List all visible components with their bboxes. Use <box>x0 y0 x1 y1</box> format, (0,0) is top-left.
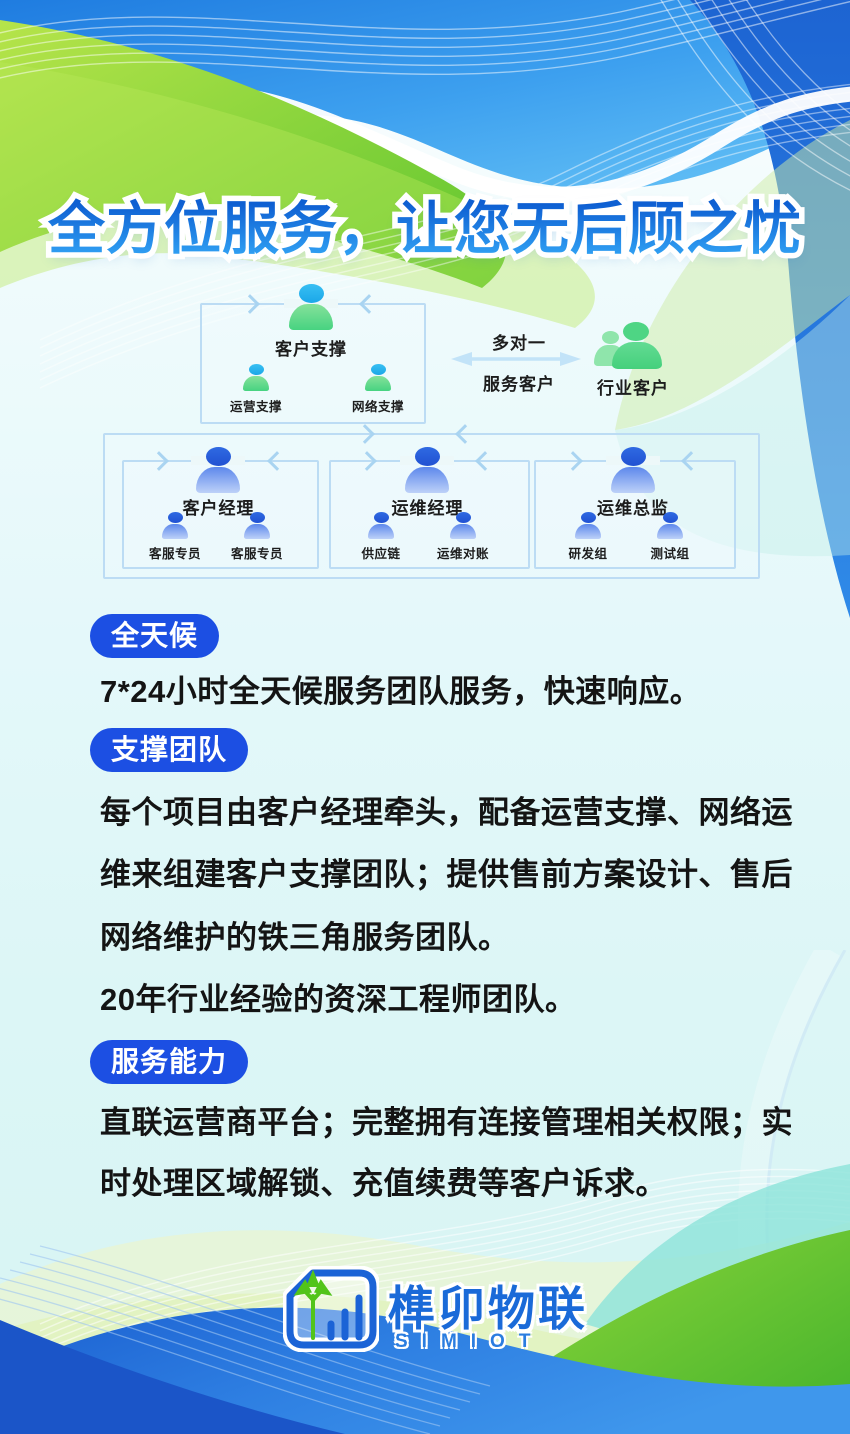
person-icon <box>162 512 188 539</box>
team-member-label: 客服专员 <box>230 547 283 561</box>
page-title: 全方位服务，让您无后顾之忧 全方位服务，让您无后顾之忧 <box>0 193 850 266</box>
person-icon <box>450 512 476 539</box>
paragraph-line: 20年行业经验的资深工程师团队。 <box>100 982 577 1017</box>
paragraph-line: 网络维护的铁三角服务团队。 <box>100 920 510 955</box>
person-icon <box>244 512 270 539</box>
page-title-text: 全方位服务，让您无后顾之忧 <box>48 197 802 261</box>
sim-card-logo-icon <box>283 1266 379 1352</box>
person-icon <box>405 447 449 493</box>
badge-all-weather: 全天候 <box>90 614 220 658</box>
badge-support-team: 支撑团队 <box>90 728 249 772</box>
people-group-icon <box>594 321 670 371</box>
paragraph-line: 维来组建客户支撑团队；提供售前方案设计、售后 <box>100 857 793 892</box>
support-member-label: 网络支撑 <box>351 400 404 414</box>
brand-subtitle: SIMIOT <box>395 1331 545 1352</box>
person-icon <box>657 512 683 539</box>
team-member-label: 研发组 <box>568 547 608 561</box>
person-icon <box>243 364 269 391</box>
badge-service-capability: 服务能力 <box>90 1040 249 1084</box>
brand-name: 榫卯物联 <box>388 1282 588 1335</box>
team-member-label: 供应链 <box>361 547 401 561</box>
relation-top-label: 多对一 <box>492 334 546 353</box>
person-icon <box>365 364 391 391</box>
team-label: 运维经理 <box>391 499 464 518</box>
support-box-label: 客户支撑 <box>275 340 347 359</box>
paragraph-line: 7*24小时全天候服务团队服务，快速响应。 <box>100 674 702 709</box>
team-member-label: 测试组 <box>650 547 690 561</box>
person-icon <box>368 512 394 539</box>
person-icon <box>575 512 601 539</box>
relation-bottom-label: 服务客户 <box>483 375 555 394</box>
paragraph-line: 时处理区域解锁、充值续费等客户诉求。 <box>100 1166 667 1201</box>
team-member-label: 客服专员 <box>148 547 201 561</box>
person-icon <box>289 284 333 330</box>
team-member-label: 运维对账 <box>436 547 489 561</box>
team-label: 客户经理 <box>182 499 255 518</box>
customer-label: 行业客户 <box>597 379 669 398</box>
person-icon <box>196 447 240 493</box>
person-icon <box>611 447 655 493</box>
team-label: 运维总监 <box>597 499 669 518</box>
paragraph-line: 直联运营商平台；完整拥有连接管理相关权限；实 <box>100 1105 793 1140</box>
paragraph-line: 每个项目由客户经理牵头，配备运营支撑、网络运 <box>100 795 793 830</box>
support-member-label: 运营支撑 <box>229 400 282 414</box>
